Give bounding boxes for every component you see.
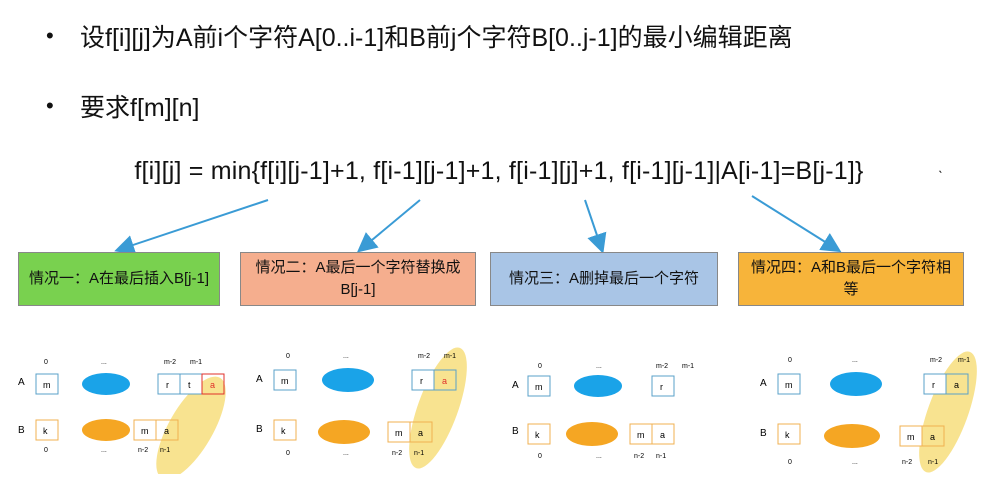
label-row-a: A: [18, 377, 25, 388]
svg-text:m: m: [785, 380, 793, 390]
svg-text:...: ...: [596, 453, 602, 460]
svg-text:A: A: [256, 374, 263, 385]
svg-text:m: m: [637, 430, 645, 440]
svg-text:B: B: [760, 428, 767, 439]
svg-text:...: ...: [343, 450, 349, 457]
svg-text:a: a: [442, 376, 447, 386]
diagram-case-1: 0 ... m-2 m-1 A m r t a B k m a 0 ... n-…: [6, 340, 246, 474]
svg-text:n-1: n-1: [928, 459, 938, 466]
case-4-box: 情况四：A和B最后一个字符相等: [738, 252, 964, 306]
svg-text:m: m: [141, 426, 149, 436]
svg-text:m-2: m-2: [418, 353, 430, 360]
svg-text:...: ...: [343, 353, 349, 360]
svg-text:r: r: [660, 382, 663, 392]
svg-text:n-2: n-2: [392, 450, 402, 457]
cloud-orange: [566, 422, 618, 446]
cloud-orange: [82, 419, 130, 441]
case-2-box: 情况二：A最后一个字符替换成B[j-1]: [240, 252, 476, 306]
cloud-blue: [830, 372, 882, 396]
svg-text:k: k: [281, 426, 286, 436]
svg-text:0: 0: [286, 450, 290, 457]
svg-text:n-1: n-1: [414, 450, 424, 457]
svg-text:n-2: n-2: [902, 459, 912, 466]
svg-text:...: ...: [596, 363, 602, 370]
svg-text:n-1: n-1: [656, 453, 666, 460]
svg-text:m: m: [535, 382, 543, 392]
svg-text:n-1: n-1: [160, 447, 170, 454]
diagram-case-2: 0 ... m-2 m-1 A m r a B k m a 0 ... n-2 …: [248, 340, 488, 474]
svg-text:0: 0: [538, 363, 542, 370]
highlight-ellipse: [907, 345, 988, 474]
svg-text:m: m: [281, 376, 289, 386]
svg-text:a: a: [660, 430, 665, 440]
cloud-orange: [318, 420, 370, 444]
svg-text:B: B: [18, 425, 25, 436]
svg-text:m-2: m-2: [656, 363, 668, 370]
cloud-orange: [824, 424, 880, 448]
svg-text:m-1: m-1: [682, 363, 694, 370]
case-1-box: 情况一：A在最后插入B[j-1]: [18, 252, 220, 306]
svg-text:m: m: [395, 428, 403, 438]
cloud-blue: [574, 375, 622, 397]
diagram-case-4: 0 ... m-2 m-1 A m r a B k m a 0 ... n-2 …: [752, 340, 992, 474]
svg-text:n-2: n-2: [634, 453, 644, 460]
arrow-case-4: [752, 196, 838, 250]
svg-text:a: a: [418, 428, 423, 438]
cloud-blue: [82, 373, 130, 395]
arrow-case-1: [118, 200, 268, 250]
case-3-box: 情况三：A删掉最后一个字符: [490, 252, 718, 306]
cell-text: m: [43, 380, 51, 390]
label-ellipsis: ...: [101, 359, 107, 366]
arrow-case-3: [585, 200, 602, 250]
svg-text:0: 0: [788, 459, 792, 466]
svg-text:a: a: [210, 380, 215, 390]
svg-text:...: ...: [852, 357, 858, 364]
label-m2: m-2: [164, 359, 176, 366]
highlight-ellipse: [397, 341, 478, 474]
label-idx-0: 0: [44, 359, 48, 366]
case-3-label: 情况三：A删掉最后一个字符: [509, 268, 699, 290]
svg-text:k: k: [785, 430, 790, 440]
cloud-blue: [322, 368, 374, 392]
svg-text:m-1: m-1: [958, 357, 970, 364]
label-m1: m-1: [190, 359, 202, 366]
svg-text:m-1: m-1: [444, 353, 456, 360]
svg-text:B: B: [512, 426, 519, 437]
svg-text:B: B: [256, 424, 263, 435]
svg-text:m-2: m-2: [930, 357, 942, 364]
svg-text:a: a: [930, 432, 935, 442]
svg-text:0: 0: [44, 447, 48, 454]
svg-text:0: 0: [788, 357, 792, 364]
svg-text:m: m: [907, 432, 915, 442]
svg-text:A: A: [512, 380, 519, 391]
svg-text:r: r: [420, 376, 423, 386]
svg-text:A: A: [760, 378, 767, 389]
svg-text:0: 0: [538, 453, 542, 460]
svg-text:...: ...: [852, 459, 858, 466]
diagram-case-3: 0 ... m-2 m-1 A m r B k m a 0 ... n-2 n-…: [506, 340, 746, 474]
svg-text:...: ...: [101, 447, 107, 454]
svg-text:k: k: [535, 430, 540, 440]
arrow-case-2: [360, 200, 420, 250]
svg-text:k: k: [43, 426, 48, 436]
svg-text:r: r: [932, 380, 935, 390]
case-1-label: 情况一：A在最后插入B[j-1]: [29, 268, 209, 290]
svg-text:0: 0: [286, 353, 290, 360]
case-4-label: 情况四：A和B最后一个字符相等: [745, 257, 957, 301]
svg-text:r: r: [166, 380, 169, 390]
svg-text:a: a: [954, 380, 959, 390]
svg-text:a: a: [164, 426, 169, 436]
case-2-label: 情况二：A最后一个字符替换成B[j-1]: [247, 257, 469, 301]
svg-text:n-2: n-2: [138, 447, 148, 454]
